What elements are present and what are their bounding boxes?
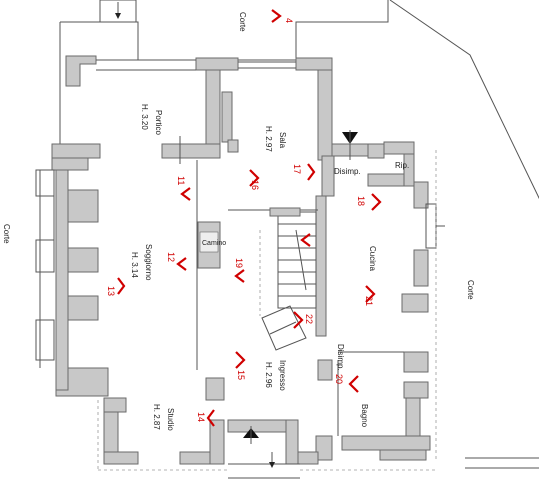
- svg-text:18: 18: [356, 196, 366, 206]
- label-sala-height: H. 2.97: [264, 126, 273, 152]
- viewpoint-15: 15: [235, 351, 246, 380]
- svg-text:4: 4: [284, 18, 294, 23]
- label-soggiorno: Soggiorno: [144, 244, 153, 281]
- label-studio: Studio: [166, 408, 175, 431]
- svg-text:19: 19: [234, 258, 244, 268]
- viewpoint-13: 13: [106, 277, 126, 296]
- label-ingresso-height: H. 2.96: [264, 362, 273, 388]
- label-sala: Sala: [278, 132, 287, 149]
- label-ingresso: Ingresso: [278, 360, 287, 391]
- viewpoint-14: 14: [196, 409, 215, 427]
- staircase: [261, 207, 317, 351]
- viewpoint-17: 17: [292, 163, 316, 181]
- label-disimp-bottom: Disimp.: [336, 344, 345, 371]
- svg-text:17: 17: [292, 164, 302, 174]
- viewpoint-22: 22: [293, 311, 314, 329]
- viewpoint-4: 4: [271, 9, 294, 23]
- top-gate: [99, 0, 137, 23]
- svg-text:21: 21: [364, 296, 374, 306]
- portico-wall: [65, 55, 97, 87]
- label-camino: Camino: [202, 240, 226, 247]
- label-corte-right: Corte: [466, 280, 475, 300]
- svg-text:22: 22: [304, 314, 314, 324]
- label-corte-top: Corte: [238, 12, 247, 32]
- svg-text:14: 14: [196, 412, 206, 422]
- viewpoint-12: 12: [166, 252, 187, 271]
- court-boundary: [60, 0, 389, 61]
- label-portico: Portico: [154, 110, 163, 135]
- viewpoint-18: 18: [356, 193, 382, 211]
- label-corte-left: Corte: [2, 224, 11, 244]
- label-soggiorno-height: H. 3.14: [130, 252, 139, 278]
- viewpoint-19: 19: [234, 258, 245, 283]
- label-bagno: Bagno: [360, 404, 369, 428]
- svg-text:12: 12: [166, 252, 176, 262]
- label-portico-height: H. 3.20: [140, 104, 149, 130]
- label-studio-height: H. 2.87: [152, 404, 161, 430]
- svg-text:13: 13: [106, 286, 116, 296]
- svg-text:16: 16: [250, 180, 260, 190]
- viewpoint-20: 20: [334, 374, 359, 393]
- label-cucina: Cucina: [368, 246, 377, 271]
- svg-text:11: 11: [176, 176, 186, 185]
- stair-arrow: [300, 233, 311, 247]
- viewpoint-11: 11: [176, 176, 191, 201]
- label-disimp-top: Disimp.: [334, 167, 361, 176]
- svg-text:15: 15: [236, 370, 246, 380]
- label-rip: Rip.: [395, 161, 409, 170]
- svg-text:20: 20: [334, 374, 344, 384]
- viewpoint-21: 21: [364, 285, 376, 306]
- court-boundary-right: [389, 0, 539, 200]
- viewpoint-16: 16: [249, 169, 260, 190]
